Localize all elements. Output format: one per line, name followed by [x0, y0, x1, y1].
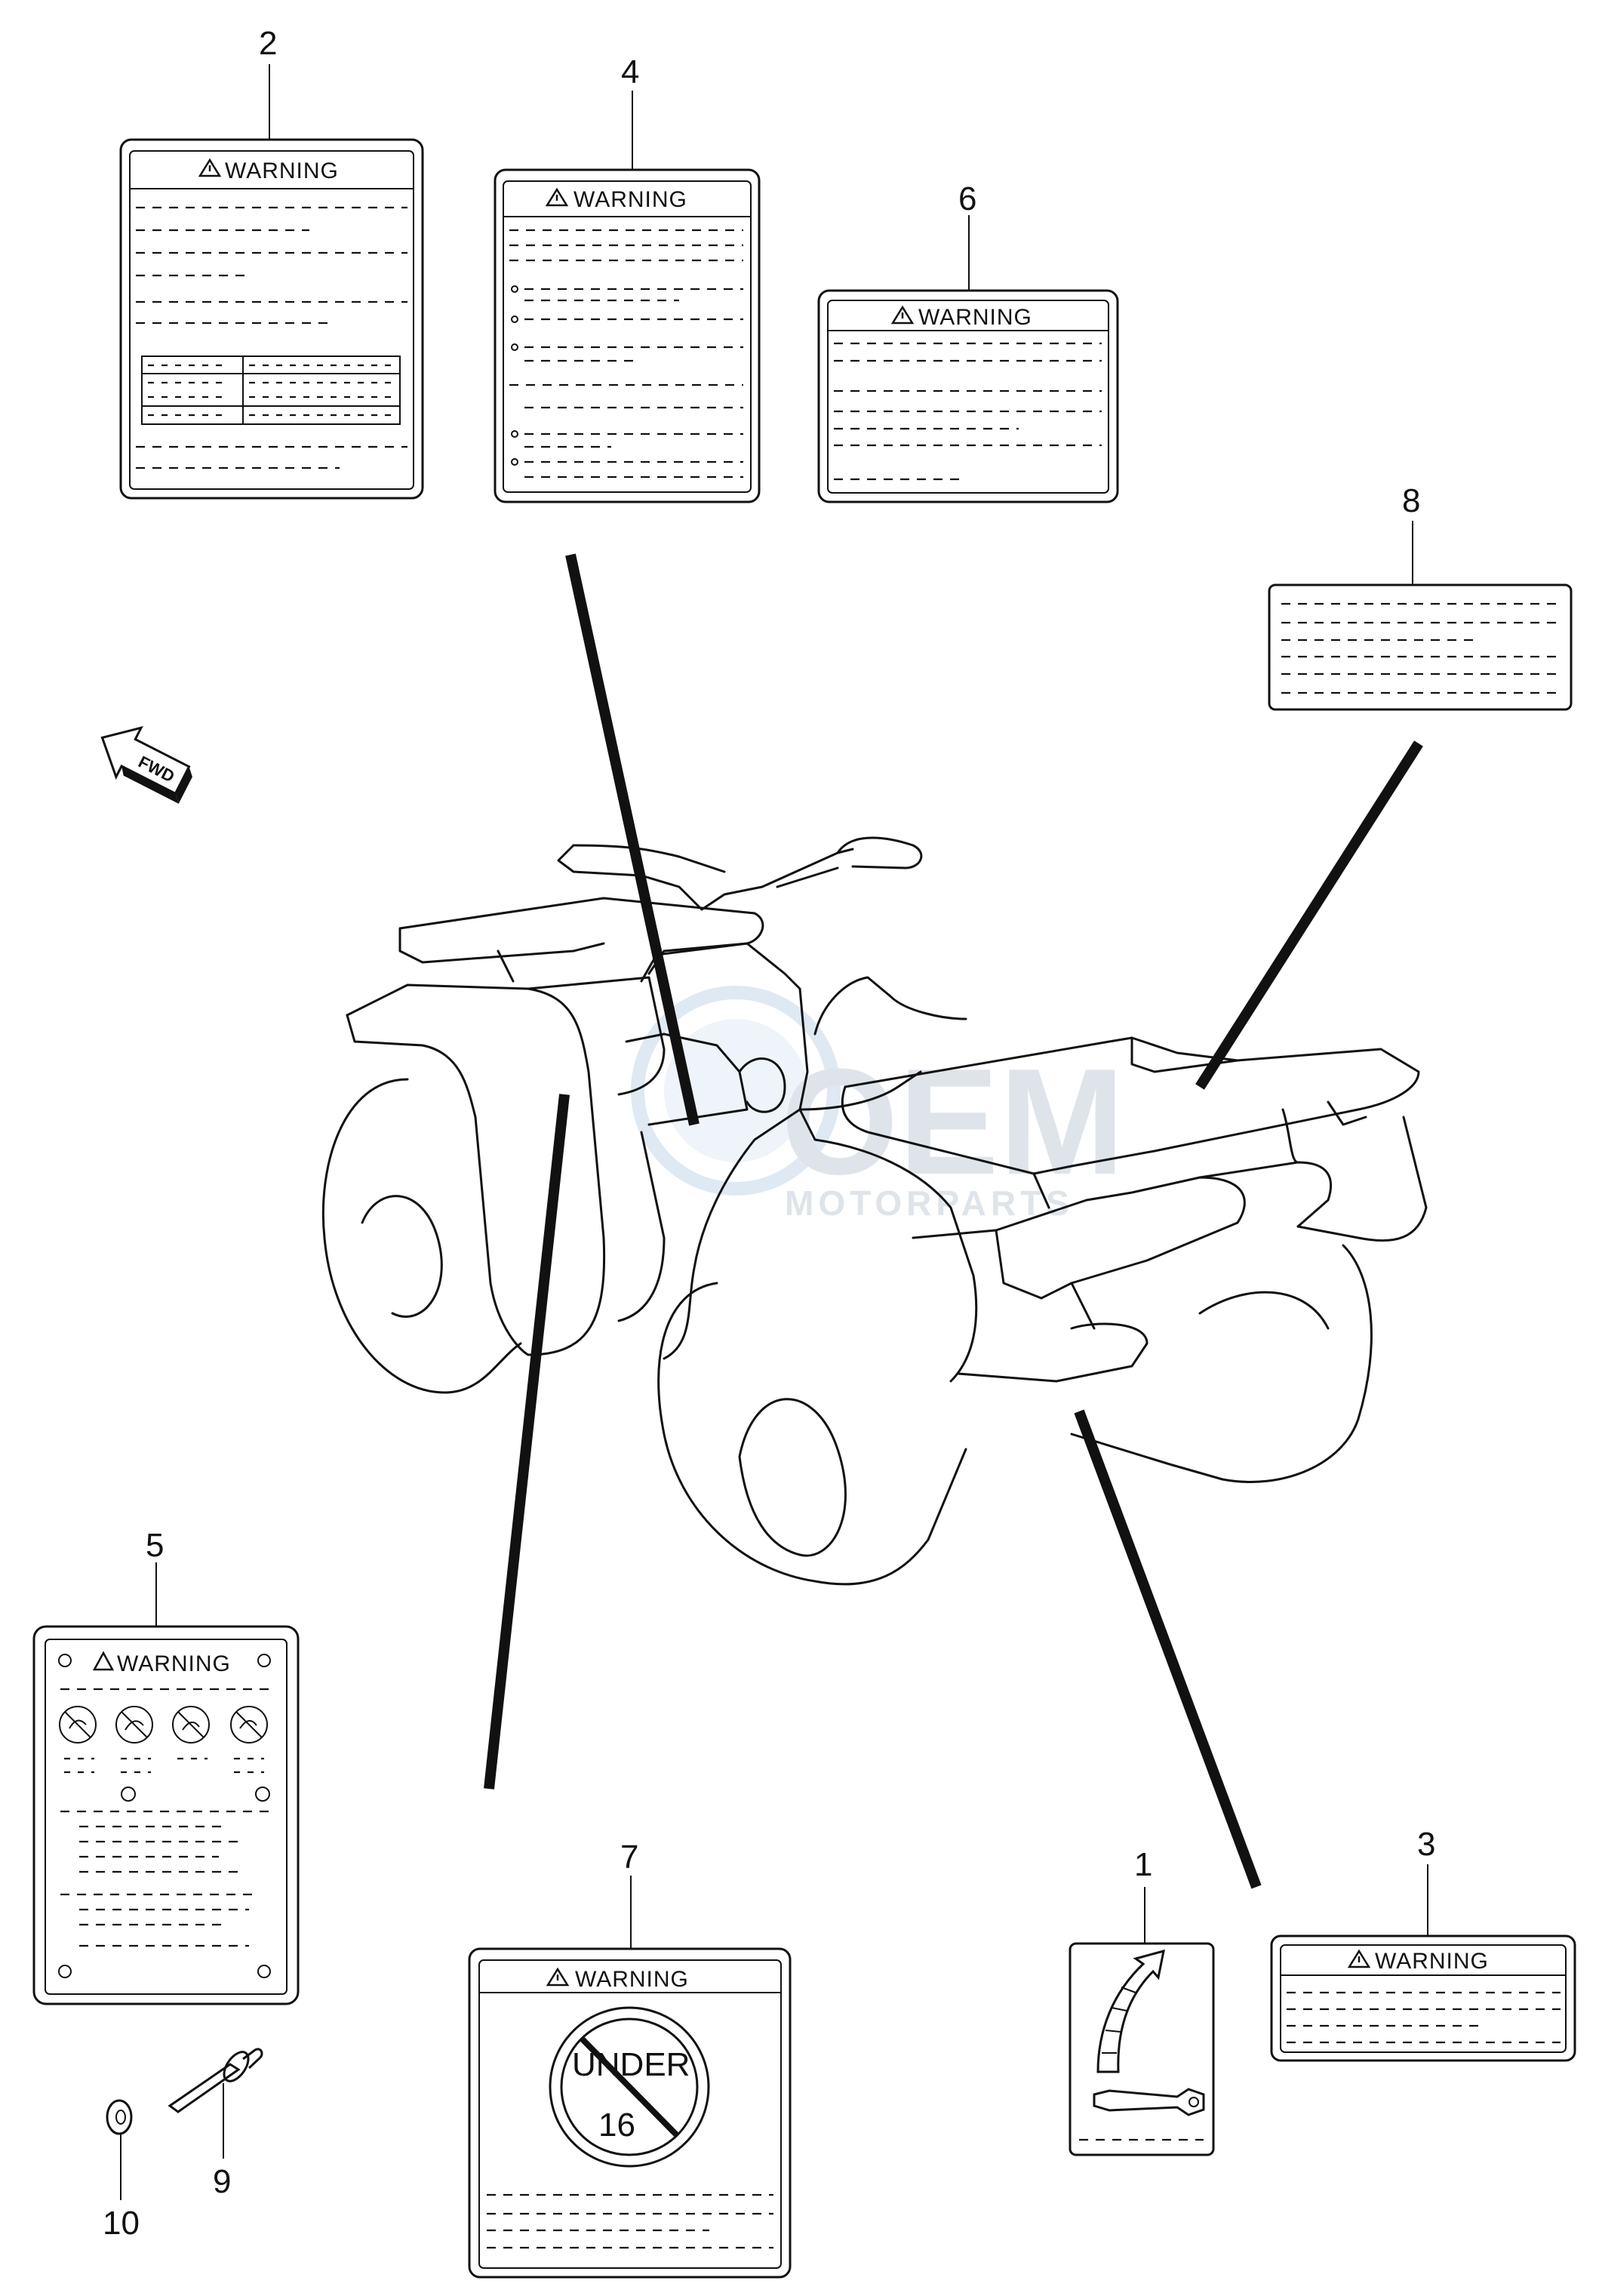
- warning-triangle-icon: [545, 187, 569, 207]
- age-number: 16: [598, 2107, 635, 2144]
- rivet-9: 9: [168, 2048, 263, 2200]
- label-1: 1: [1069, 1846, 1215, 2156]
- prohibition-icon: [172, 1706, 210, 1744]
- callout-8: 8: [1402, 482, 1420, 519]
- warning-triangle-icon: [546, 1967, 570, 1987]
- leader-lines: [484, 553, 1423, 1889]
- label-6-heading: WARNING: [918, 305, 1032, 330]
- callout-4: 4: [621, 54, 639, 91]
- callout-9: 9: [213, 2163, 231, 2200]
- warning-label-4: 4 WARNING: [494, 54, 761, 503]
- watermark-brand: OEM: [781, 1038, 1125, 1206]
- callout-7: 7: [620, 1839, 638, 1876]
- warning-triangle-icon: [1347, 1949, 1371, 1968]
- leader-line-3: [1074, 1409, 1262, 1889]
- label-4-heading: WARNING: [573, 187, 687, 212]
- watermark-logo: OEM MOTORPARTS: [631, 986, 1125, 1223]
- warning-triangle-icon: [198, 158, 222, 177]
- prohibition-icon: [115, 1706, 153, 1744]
- warning-triangle-icon: [92, 1651, 115, 1671]
- label-2-heading: WARNING: [225, 159, 339, 183]
- warning-triangle-icon: [890, 305, 915, 325]
- lever-icon: [1093, 2088, 1205, 2116]
- washer-10: 10: [103, 2099, 140, 2242]
- label-7-heading: WARNING: [575, 1967, 689, 1992]
- label-8: 8: [1268, 482, 1573, 711]
- warning-label-7: 7 WARNING UNDER 16: [468, 1839, 792, 2279]
- under-text: UNDER: [572, 2046, 690, 2083]
- prohibition-icon: [59, 1706, 97, 1744]
- fwd-arrow-icon: FWD: [100, 726, 192, 804]
- leader-line-5: [484, 1094, 570, 1790]
- callout-10: 10: [103, 2205, 140, 2242]
- callout-6: 6: [958, 180, 976, 217]
- label-3-heading: WARNING: [1375, 1949, 1489, 1974]
- watermark-tagline: MOTORPARTS: [785, 1183, 1074, 1223]
- label-5-heading: WARNING: [117, 1651, 231, 1676]
- callout-5: 5: [146, 1527, 164, 1564]
- warning-label-2: 2 WARNING: [119, 25, 424, 500]
- leader-line-8: [1195, 740, 1423, 1090]
- prohibition-icon: [230, 1706, 268, 1744]
- warning-label-3: 3 WARNING: [1270, 1826, 1576, 2062]
- no-under-16-icon: UNDER 16: [549, 2006, 710, 2168]
- callout-1: 1: [1134, 1846, 1152, 1883]
- shift-arrow-icon: [1096, 1949, 1165, 2073]
- leader-line-4: [565, 553, 700, 1126]
- callout-2: 2: [259, 25, 277, 62]
- warning-label-5: 5 WARNING: [32, 1527, 300, 2005]
- warning-label-6: 6 WARNING: [817, 180, 1119, 503]
- callout-3: 3: [1417, 1826, 1435, 1863]
